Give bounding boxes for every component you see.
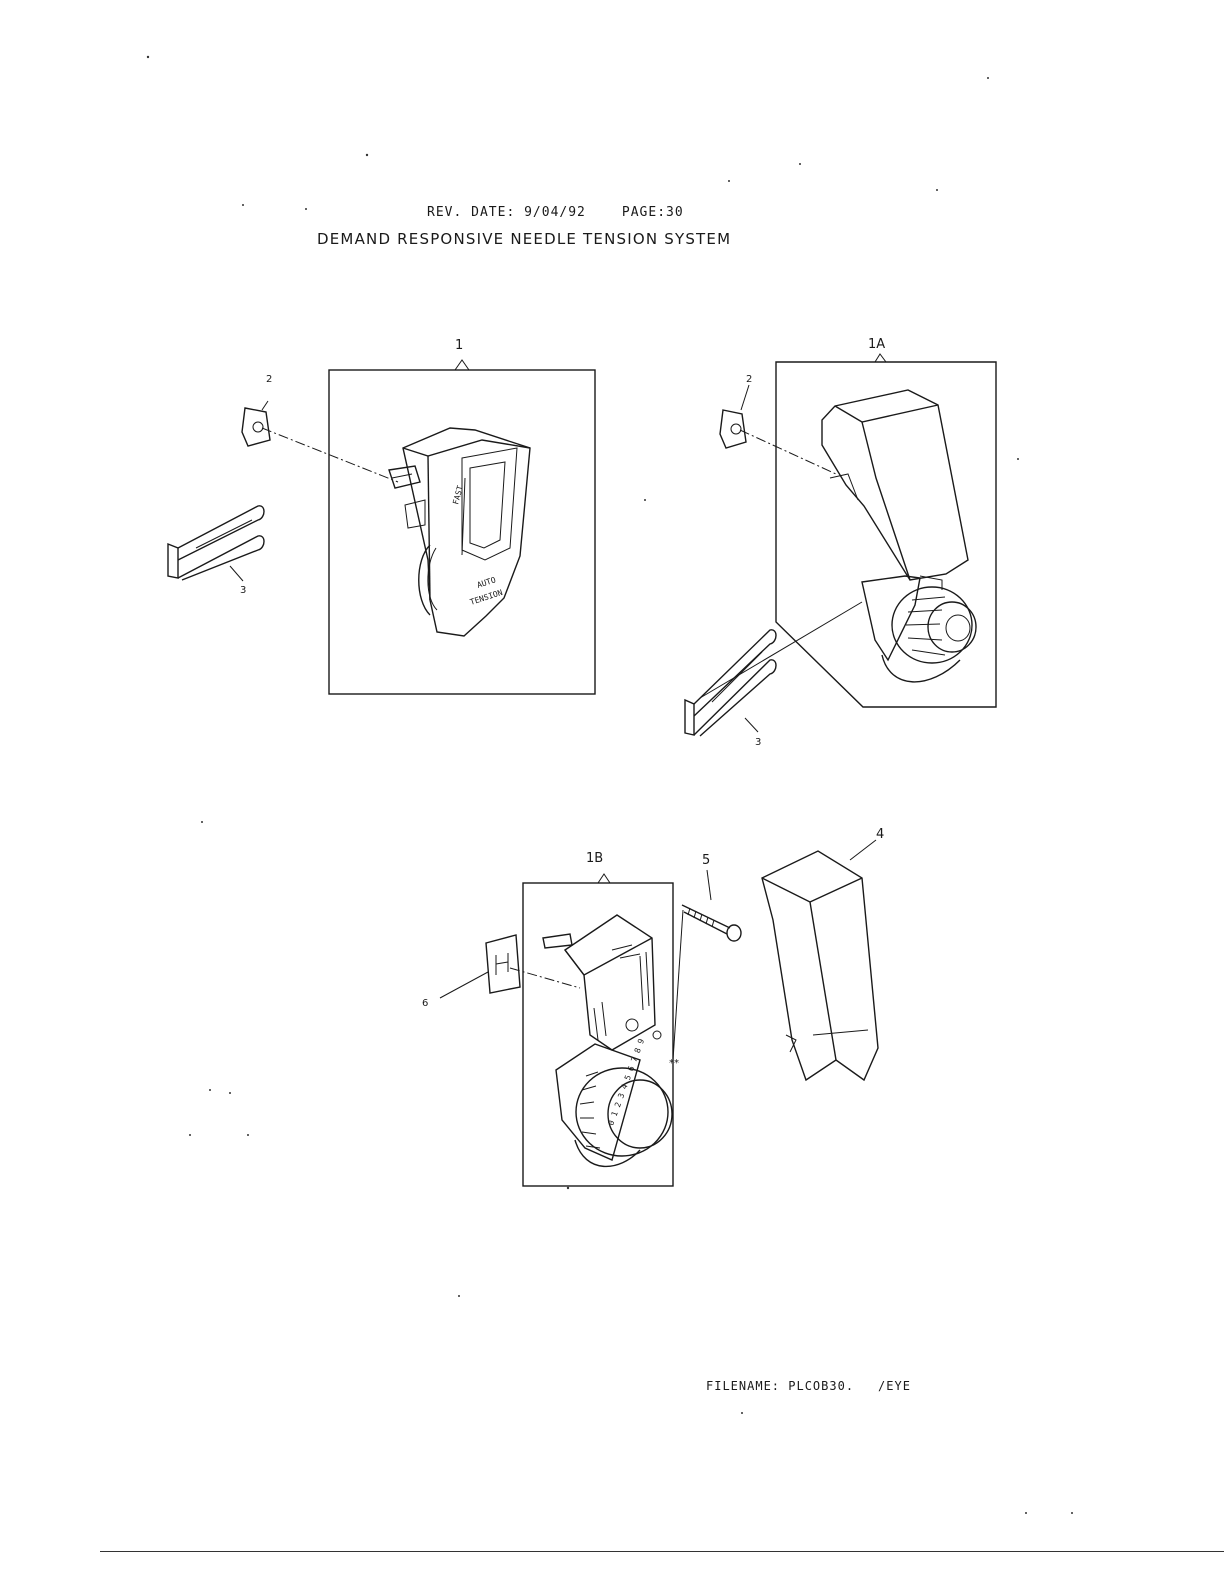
assembly-1-bracket — [420, 359, 500, 371]
leader-6-to-1b — [509, 967, 581, 989]
revision-header: REV. DATE: 9/04/92 PAGE:30 — [427, 205, 684, 220]
callout-6: 6 — [422, 998, 428, 1009]
callout-2-right: 2 — [746, 374, 752, 385]
part-2-clip-right — [719, 384, 750, 449]
callout-4: 4 — [876, 827, 884, 842]
part-5-screw — [681, 869, 742, 942]
callout-3-left: 3 — [240, 585, 246, 596]
part-3-spring-right — [684, 629, 777, 737]
scan-noise — [146, 55, 1073, 1514]
callout-1b: 1B — [586, 851, 603, 866]
part-3-spring-left — [167, 505, 265, 581]
tension-cover-1a — [821, 389, 969, 581]
assembly-1b-bracket — [565, 873, 640, 884]
tension-knob-1a — [861, 575, 977, 683]
callout-1: 1 — [455, 338, 463, 353]
knob-1-text-auto: AUTO — [476, 575, 497, 590]
filename-suffix: /EYE — [878, 1379, 911, 1393]
assembly-1: 1 FAST AUTO TENSION 2 — [167, 338, 596, 695]
callout-5: 5 — [702, 853, 710, 868]
assembly-1a-frame — [775, 361, 997, 708]
leader-2-to-1 — [261, 427, 399, 483]
assembly-1b: 1B 0 1 2 3 4 5 6 7 8 9 6 ** — [422, 851, 684, 1187]
leader-3-to-1a — [699, 601, 863, 699]
callout-1a: 1A — [868, 337, 885, 352]
assembly-1a: 1A 2 3 — [684, 337, 997, 748]
tension-dial-1b: 0 1 2 3 4 5 6 7 8 9 — [555, 1037, 673, 1168]
footer-filename: FILENAME: PLCOB30. /EYE — [706, 1379, 911, 1393]
rev-date: REV. DATE: 9/04/92 — [427, 205, 586, 220]
part-2-clip-left — [241, 400, 271, 447]
page-title: DEMAND RESPONSIVE NEEDLE TENSION SYSTEM — [317, 230, 732, 248]
leader-5-to-1b — [672, 909, 684, 1061]
tension-housing-1: FAST AUTO TENSION — [388, 427, 531, 637]
callout-2-left: 2 — [266, 374, 272, 385]
filename: FILENAME: PLCOB30. — [706, 1379, 855, 1393]
page-number: PAGE:30 — [621, 205, 684, 220]
part-4-cover — [761, 839, 879, 1082]
bottom-rule — [100, 1551, 1224, 1552]
tension-bracket-1b — [542, 914, 662, 1051]
svg-text:**: ** — [669, 1058, 679, 1069]
part-6-plate — [485, 934, 521, 994]
assembly-1-frame — [328, 369, 596, 695]
svg-text:FAST: FAST — [451, 484, 465, 505]
callout-3-right: 3 — [755, 737, 761, 748]
leader-6 — [439, 971, 489, 999]
assembly-1a-bracket — [840, 353, 920, 363]
